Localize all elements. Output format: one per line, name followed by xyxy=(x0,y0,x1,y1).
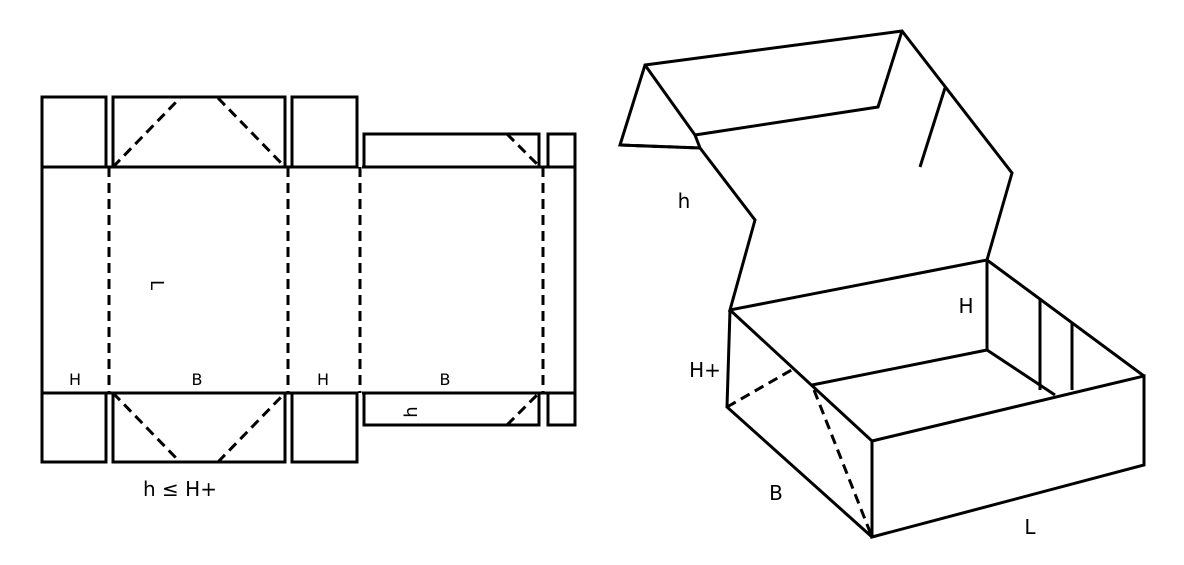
diag-top-right xyxy=(216,96,287,169)
top-flap-b-left xyxy=(111,95,287,169)
label-H: H xyxy=(958,294,973,318)
back-wall-bottom xyxy=(811,348,988,387)
lid-tuck-line xyxy=(918,87,947,168)
left-outer-wall xyxy=(725,309,874,539)
right-wall-top xyxy=(986,258,1145,378)
diag-bottom-left xyxy=(111,391,182,464)
lid-fold-line xyxy=(619,143,701,150)
right-wall-bottom xyxy=(986,348,1056,397)
net-caption: h ≤ H+ xyxy=(143,477,217,501)
label-h-lid: h xyxy=(401,406,422,417)
front-wall xyxy=(870,374,1146,539)
label-L-3d: L xyxy=(1024,515,1036,539)
diag-lid-top xyxy=(505,132,541,168)
lid-side-front-edge xyxy=(643,64,697,136)
diag-lid-bottom xyxy=(505,391,541,427)
top-flap-tuck xyxy=(546,132,577,169)
label-H-left: H xyxy=(69,370,81,389)
lid-inner-edge xyxy=(692,30,904,149)
bottom-flap-tuck xyxy=(546,391,577,427)
corner-fold-dashed xyxy=(726,366,796,409)
label-B-left: B xyxy=(192,370,203,389)
left-top-edge xyxy=(728,308,874,443)
label-L: L xyxy=(146,280,167,290)
bottom-flap-h-right xyxy=(290,391,359,464)
label-H-plus: H+ xyxy=(689,358,721,382)
top-flap-h-left xyxy=(40,95,108,169)
label-B-right: B xyxy=(440,370,451,389)
box-3d: h H H+ B L xyxy=(617,29,1146,539)
top-flap-h-right xyxy=(290,95,359,169)
label-B: B xyxy=(769,481,783,505)
label-h: h xyxy=(678,189,691,213)
diag-top-left xyxy=(111,96,182,169)
lid-panel xyxy=(617,29,1014,312)
flat-net: L H B H B h h ≤ H+ xyxy=(40,95,577,501)
label-H-right: H xyxy=(317,370,329,389)
diag-bottom-right xyxy=(216,391,287,464)
corner-diagonal-dashed xyxy=(812,389,874,538)
bottom-flap-h-left xyxy=(40,391,108,464)
bottom-flap-b-left xyxy=(111,391,287,464)
